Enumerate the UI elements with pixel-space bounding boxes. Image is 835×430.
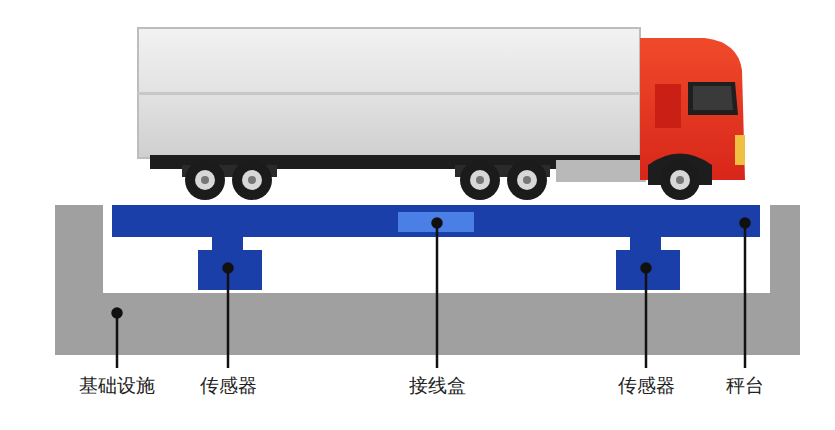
foundation [55,205,800,355]
load-sensor [616,236,680,290]
load-sensor [198,236,262,290]
part-name: 传感器 [200,374,257,397]
leader-line [113,219,750,369]
truck [138,28,745,200]
part-name: 传感器 [618,374,675,397]
part-name: 秤台 [726,374,764,397]
part-name: 基础设施 [79,374,155,397]
part-name: 接线盒 [409,374,466,397]
